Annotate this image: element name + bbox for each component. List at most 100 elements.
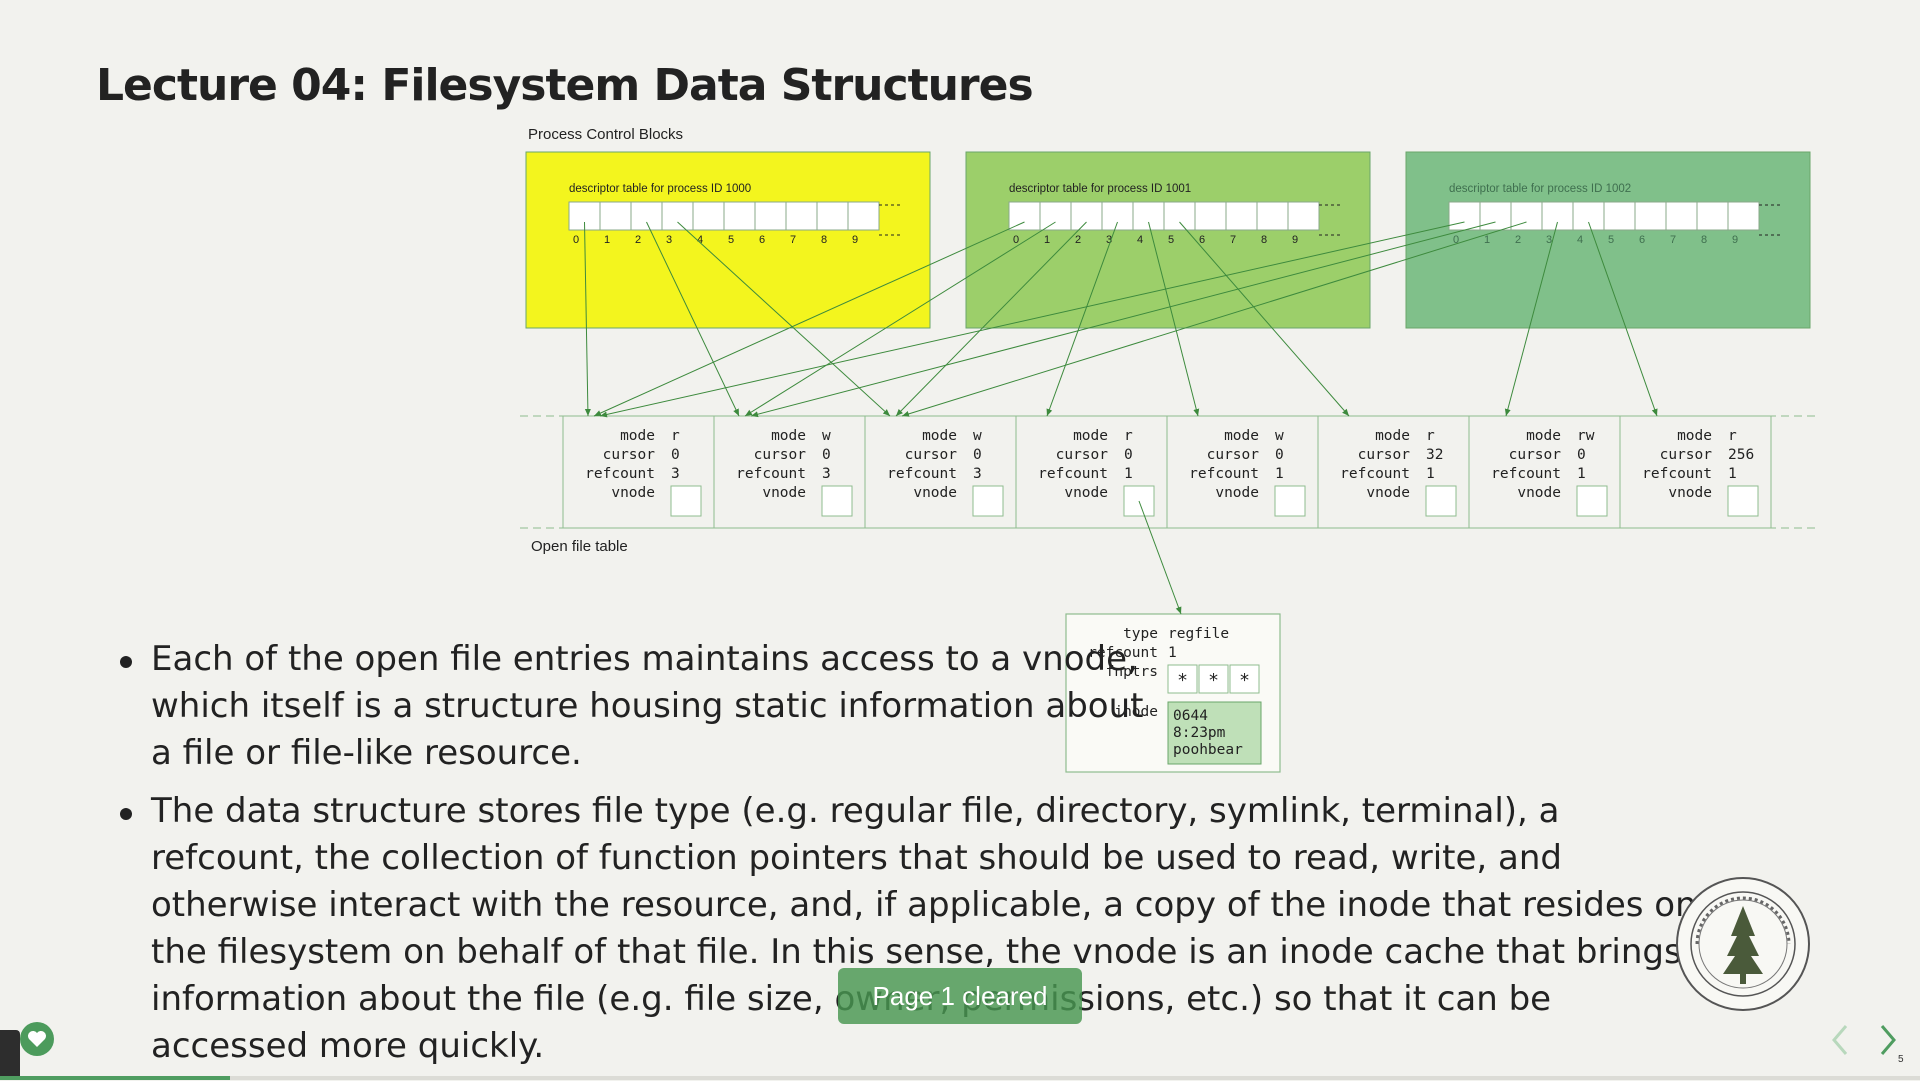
descriptor-index: 8 xyxy=(1701,234,1707,246)
entry-field-label: cursor xyxy=(603,447,656,463)
entry-field-value: 1 xyxy=(1275,466,1284,482)
descriptor-index: 0 xyxy=(573,234,579,246)
entry-field-value: 0 xyxy=(1124,447,1133,463)
bullet-point: The data structure stores file type (e.g… xyxy=(118,788,1718,1070)
fnptr-value: * xyxy=(1208,670,1219,691)
descriptor-slot xyxy=(1039,201,1072,231)
process-control-block xyxy=(1405,151,1811,329)
chevron-right-icon[interactable] xyxy=(1876,1022,1900,1058)
entry-field-label: vnode xyxy=(1668,485,1712,501)
descriptor-index: 1 xyxy=(604,234,610,246)
entry-field-label: cursor xyxy=(905,447,958,463)
entry-field-label: cursor xyxy=(754,447,807,463)
entry-field-label: cursor xyxy=(1509,447,1562,463)
descriptor-slot xyxy=(1603,201,1636,231)
descriptor-slot xyxy=(816,201,849,231)
entry-field-value: 1 xyxy=(1728,466,1737,482)
descriptor-slot xyxy=(1132,201,1165,231)
entry-field-value: 0 xyxy=(973,447,982,463)
descriptor-index: 2 xyxy=(635,234,641,246)
entry-field-value: 1 xyxy=(1124,466,1133,482)
entry-field-value: w xyxy=(973,428,982,444)
entry-field-value: 256 xyxy=(1728,447,1754,463)
slide-title: Lecture 04: Filesystem Data Structures xyxy=(96,60,1034,111)
descriptor-index: 5 xyxy=(728,234,734,246)
entry-field-label: cursor xyxy=(1660,447,1713,463)
entry-field-value: 3 xyxy=(973,466,982,482)
side-tab[interactable] xyxy=(0,1030,20,1080)
process-control-block xyxy=(525,151,931,329)
entry-field-label: mode xyxy=(1526,428,1561,444)
entry-field-value: 0 xyxy=(1275,447,1284,463)
pointer-arrow xyxy=(599,221,1465,418)
vnode-arrow xyxy=(1138,500,1182,615)
descriptor-slot xyxy=(785,201,818,231)
entry-field-value: 3 xyxy=(671,466,680,482)
descriptor-index: 6 xyxy=(1639,234,1645,246)
pointer-arrow xyxy=(1504,221,1558,417)
chevron-left-icon[interactable] xyxy=(1828,1022,1852,1058)
descriptor-slot xyxy=(723,201,756,231)
fnptr-slot xyxy=(1198,664,1229,694)
descriptor-slot xyxy=(599,201,632,231)
vnode-inode-label: inode xyxy=(1114,704,1158,720)
fnptr-value: * xyxy=(1239,670,1250,691)
entry-field-label: vnode xyxy=(611,485,655,501)
entry-field-label: vnode xyxy=(1064,485,1108,501)
vnode-type-label: type xyxy=(1123,626,1158,642)
descriptor-slot xyxy=(1101,201,1134,231)
descriptor-slot xyxy=(1225,201,1258,231)
pointer-arrow xyxy=(750,221,1496,418)
descriptor-slot xyxy=(754,201,787,231)
pointer-arrow xyxy=(1179,221,1350,417)
descriptor-slot xyxy=(1287,201,1320,231)
descriptor-index: 2 xyxy=(1075,234,1081,246)
progress-track xyxy=(0,1076,1920,1080)
descriptor-index: 8 xyxy=(1261,234,1267,246)
descriptor-index: 2 xyxy=(1515,234,1521,246)
pointer-arrow xyxy=(677,221,891,417)
descriptor-slot xyxy=(661,201,694,231)
open-file-table-heading: Open file table xyxy=(531,538,628,555)
descriptor-index: 3 xyxy=(1106,234,1112,246)
entry-field-value: r xyxy=(1728,428,1737,444)
entry-field-value: 1 xyxy=(1577,466,1586,482)
entry-field-value: 1 xyxy=(1426,466,1435,482)
toast-notification: Page 1 cleared xyxy=(838,968,1082,1024)
descriptor-slot xyxy=(1070,201,1103,231)
entry-field-value: rw xyxy=(1577,428,1595,444)
descriptor-slot xyxy=(630,201,663,231)
entry-field-label: vnode xyxy=(1366,485,1410,501)
descriptor-index: 6 xyxy=(759,234,765,246)
entry-field-label: refcount xyxy=(1642,466,1712,482)
entry-field-label: mode xyxy=(771,428,806,444)
descriptor-index: 4 xyxy=(697,234,703,246)
descriptor-index: 7 xyxy=(1230,234,1236,246)
favorite-button[interactable] xyxy=(20,1022,54,1056)
descriptor-slot xyxy=(1008,201,1041,231)
page-number: 5 xyxy=(1898,1054,1904,1065)
fnptr-slot xyxy=(1229,664,1260,694)
descriptor-index: 5 xyxy=(1168,234,1174,246)
vnode-pointer-box xyxy=(1576,485,1608,517)
entry-field-value: w xyxy=(1275,428,1284,444)
progress-bar xyxy=(0,1076,231,1080)
descriptor-index: 3 xyxy=(666,234,672,246)
descriptor-slot xyxy=(1696,201,1729,231)
descriptor-slot xyxy=(1256,201,1289,231)
descriptor-slot xyxy=(1634,201,1667,231)
entry-field-label: mode xyxy=(1677,428,1712,444)
inode-field: 8:23pm xyxy=(1173,725,1226,741)
vnode-type-value: regfile xyxy=(1168,626,1229,642)
descriptor-slot xyxy=(1541,201,1574,231)
descriptor-table-label: descriptor table for process ID 1002 xyxy=(1449,183,1631,195)
entry-field-label: vnode xyxy=(762,485,806,501)
pointer-arrow xyxy=(1148,221,1200,417)
fnptr-value: * xyxy=(1177,670,1188,691)
descriptor-index: 0 xyxy=(1013,234,1019,246)
entry-field-label: refcount xyxy=(1491,466,1561,482)
vnode-refcount-value: 1 xyxy=(1168,645,1177,661)
entry-field-label: refcount xyxy=(585,466,655,482)
vnode-pointer-box xyxy=(1425,485,1457,517)
